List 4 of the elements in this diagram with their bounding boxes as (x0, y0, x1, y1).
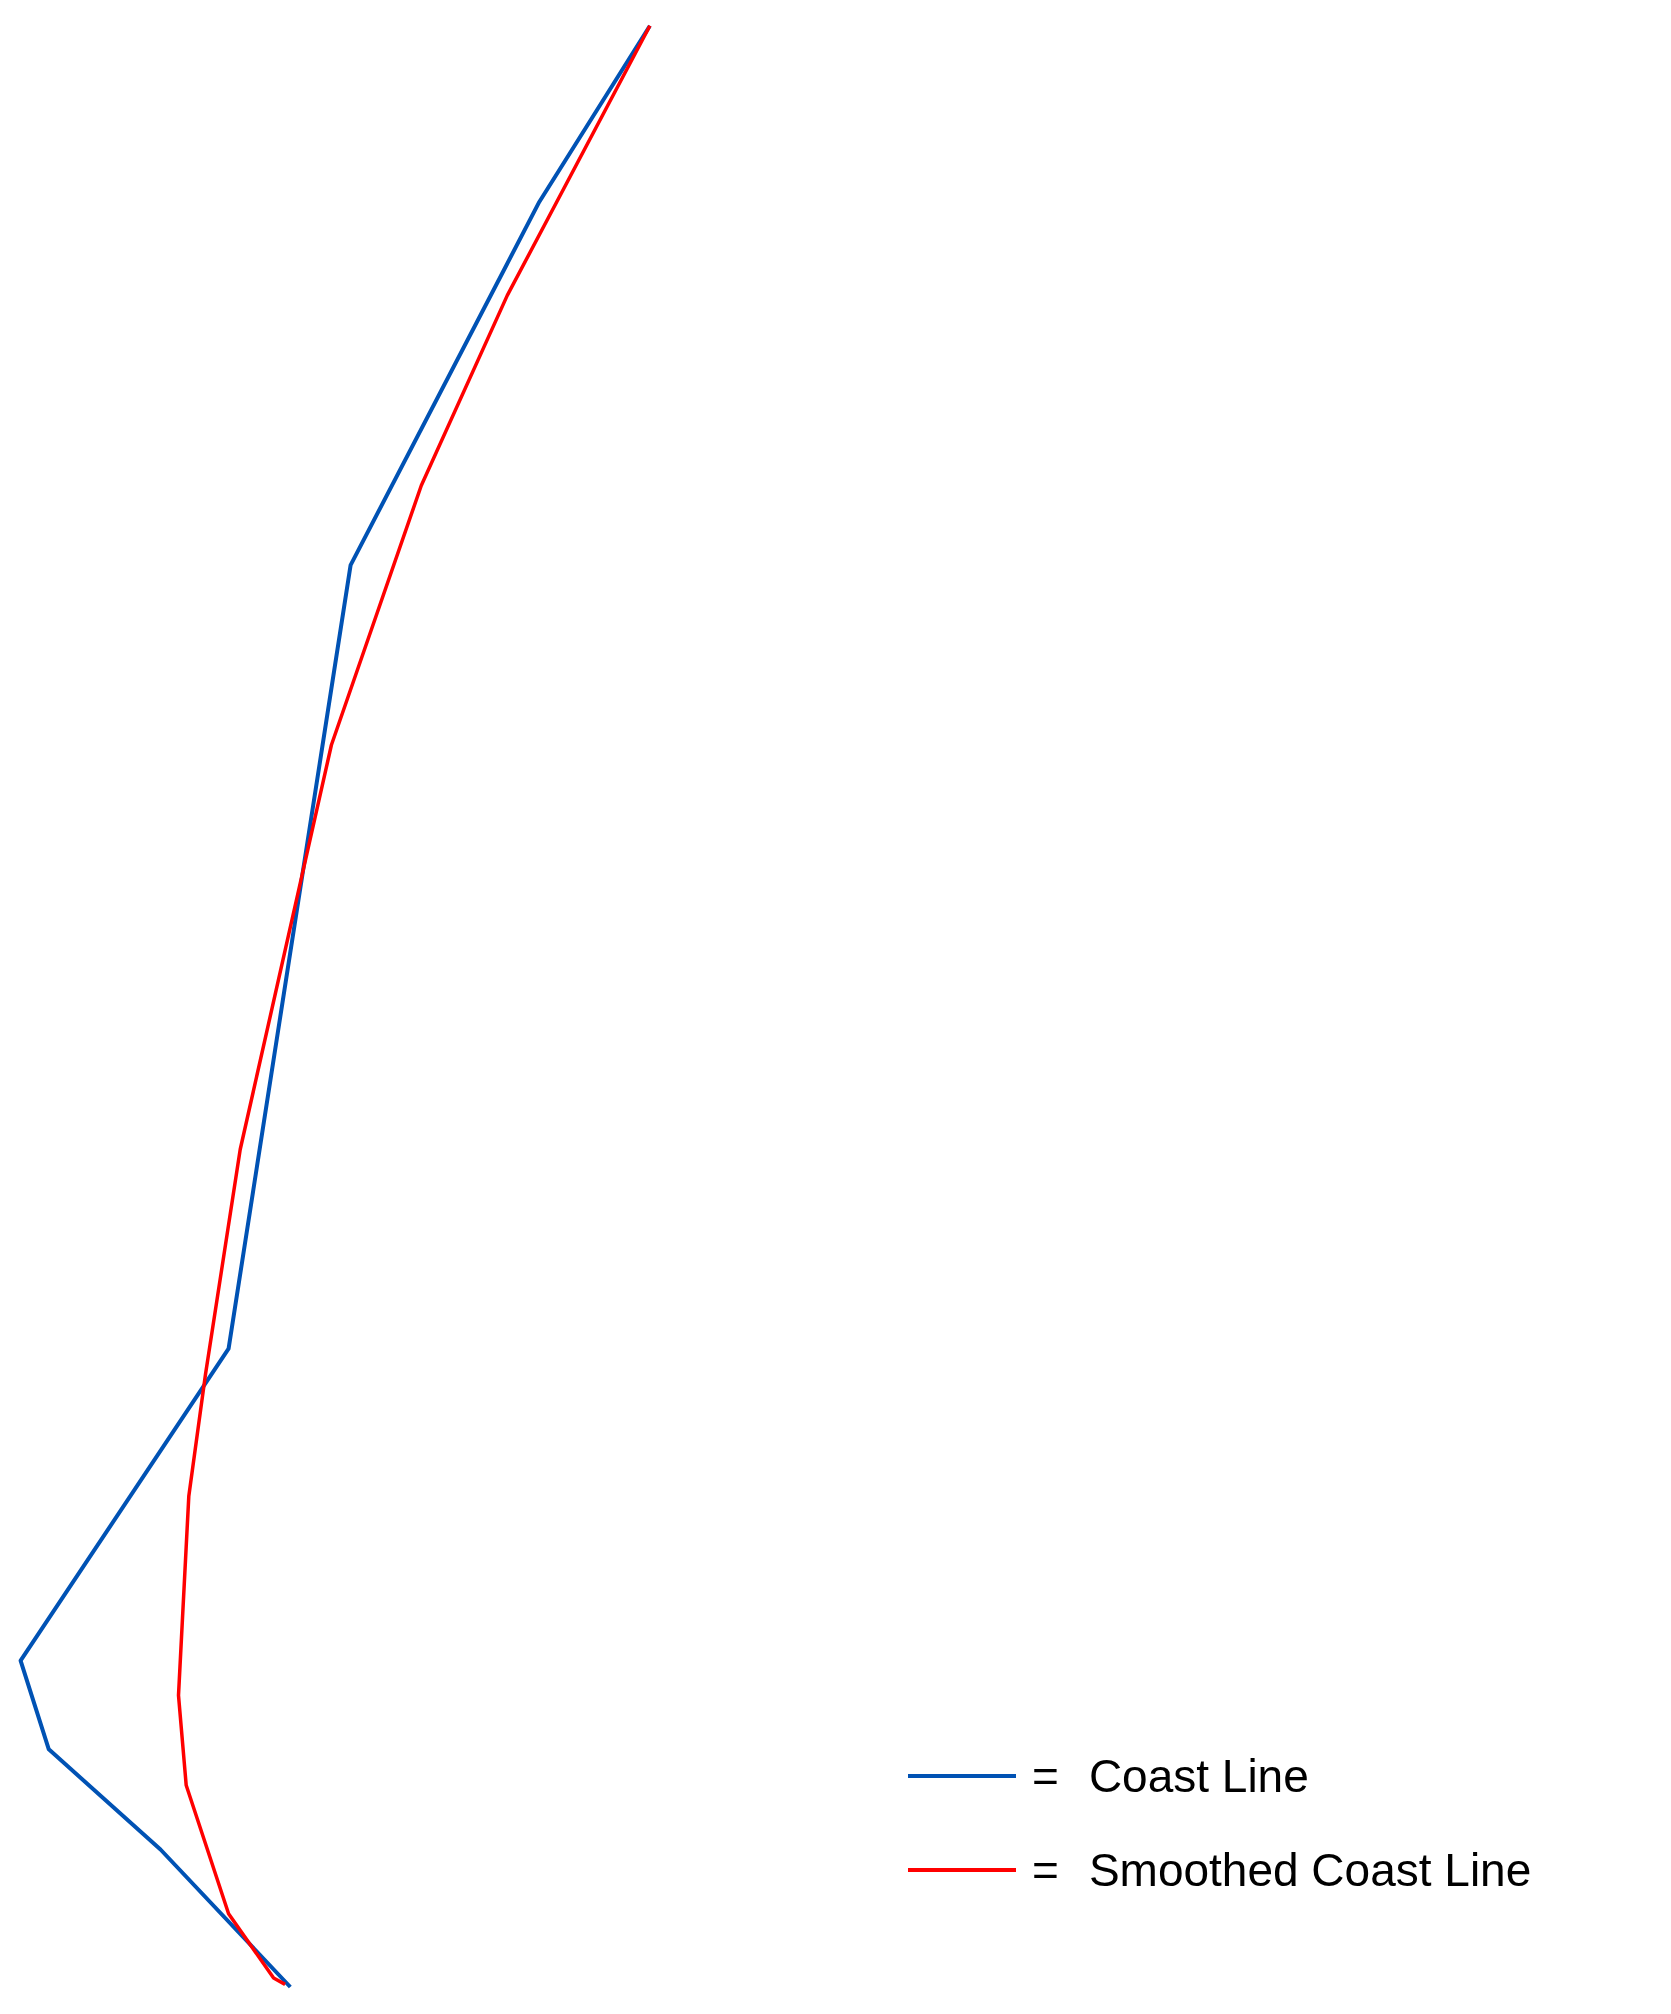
legend-text: Coast Line (1088, 1753, 1309, 1799)
legend-text: Smoothed Coast Line (1088, 1847, 1532, 1893)
equals-sign: = (1032, 1847, 1059, 1893)
equals-sign: = (1032, 1753, 1059, 1799)
